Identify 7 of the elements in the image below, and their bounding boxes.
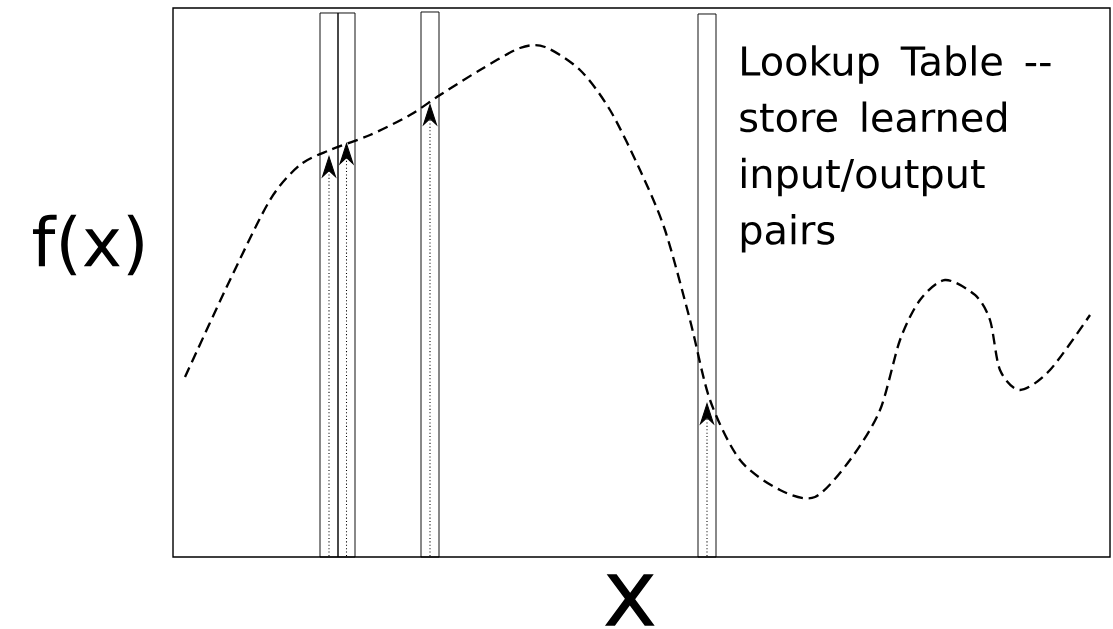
table-bar [420, 11, 440, 558]
table-bar [697, 13, 717, 558]
axis-label: f(x) [33, 214, 143, 276]
table-bar [337, 12, 356, 558]
axis-label: x [604, 574, 655, 626]
annotation-text: Lookup Table -- store learned input/output pairs [740, 45, 1051, 253]
table-bar [319, 12, 339, 558]
